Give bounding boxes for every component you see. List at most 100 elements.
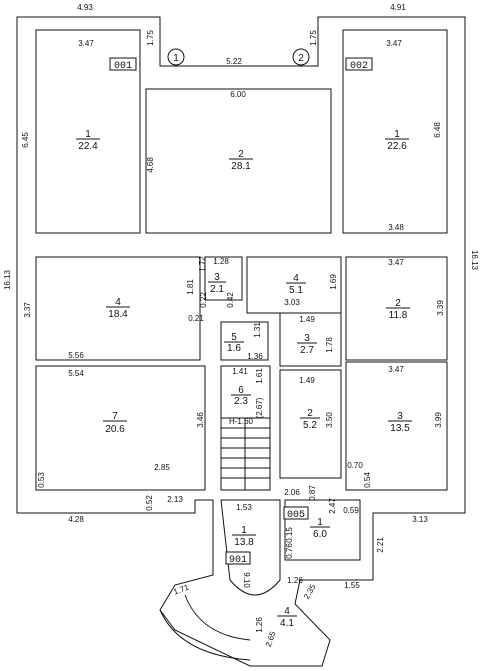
svg-text:2.65: 2.65	[264, 630, 278, 648]
svg-text:2.13: 2.13	[167, 495, 183, 504]
svg-text:3.39: 3.39	[436, 300, 445, 316]
svg-text:H-1.60: H-1.60	[229, 417, 254, 426]
outer-wall	[16, 16, 466, 667]
svg-text:0.15: 0.15	[285, 527, 294, 543]
inner-wall-vestibule	[284, 499, 361, 561]
room-number: 2	[238, 149, 244, 160]
room-area: 2.3	[234, 396, 248, 407]
svg-text:3.47: 3.47	[388, 258, 404, 267]
svg-text:3.37: 3.37	[23, 302, 32, 318]
svg-text:3.13: 3.13	[412, 515, 428, 524]
svg-text:1.41: 1.41	[232, 367, 248, 376]
svg-text:4.91: 4.91	[390, 3, 406, 12]
svg-text:0.53: 0.53	[37, 472, 46, 488]
svg-text:16.13: 16.13	[3, 269, 12, 290]
svg-text:5.56: 5.56	[68, 351, 84, 360]
room-number: 1	[394, 129, 400, 140]
svg-text:1.75: 1.75	[309, 30, 318, 46]
room-area: 5.2	[303, 420, 317, 431]
room-number: 4	[115, 297, 121, 308]
room-number: 1	[241, 525, 247, 536]
room-area: 22.4	[78, 141, 98, 152]
svg-text:2.06: 2.06	[284, 488, 300, 497]
room-area: 13.5	[390, 423, 410, 434]
room-number: 1	[317, 517, 323, 528]
svg-text:1.61: 1.61	[255, 368, 264, 384]
svg-text:0.54: 0.54	[363, 472, 372, 488]
svg-text:4.68: 4.68	[146, 157, 155, 173]
svg-text:3.99: 3.99	[434, 412, 443, 428]
inner-wall-small-3b	[279, 312, 342, 367]
svg-text:2.21: 2.21	[376, 537, 385, 553]
svg-text:1.78: 1.78	[325, 337, 334, 353]
room-area: 28.1	[231, 161, 251, 172]
svg-text:1.28: 1.28	[213, 257, 229, 266]
inner-wall-lower-center	[279, 369, 342, 479]
svg-text:3.47: 3.47	[388, 365, 404, 374]
svg-text:3.50: 3.50	[325, 412, 334, 428]
inner-wall-hall	[220, 499, 281, 596]
room-number: 6	[238, 385, 244, 396]
svg-text:3.48: 3.48	[388, 223, 404, 232]
room-number: 7	[112, 411, 118, 422]
svg-text:6.00: 6.00	[230, 90, 246, 99]
porch-arc	[159, 609, 251, 661]
room-area: 2.1	[210, 284, 224, 295]
inner-wall-top-center	[145, 88, 332, 234]
inner-wall-small-5	[220, 321, 269, 361]
svg-text:0.70: 0.70	[347, 461, 363, 470]
svg-text:2.85: 2.85	[154, 463, 170, 472]
svg-text:0.76: 0.76	[285, 543, 294, 559]
svg-text:(2.67): (2.67)	[255, 397, 264, 418]
svg-text:5.54: 5.54	[68, 369, 84, 378]
inner-wall-lower-right	[345, 361, 448, 491]
room-number: 4	[284, 606, 290, 617]
svg-text:0.42: 0.42	[226, 292, 235, 308]
tag-001: 001	[114, 61, 132, 72]
svg-text:4.93: 4.93	[77, 3, 93, 12]
marker-circles	[167, 48, 310, 66]
svg-text:3.47: 3.47	[78, 39, 94, 48]
room-area: 4.1	[280, 618, 294, 629]
room-number: 2	[395, 298, 401, 309]
room-number: 1	[85, 129, 91, 140]
svg-text:1.26: 1.26	[287, 576, 303, 585]
svg-text:0.22: 0.22	[199, 292, 208, 308]
tag-901: 901	[229, 555, 247, 566]
room-number: 5	[231, 332, 237, 343]
svg-text:1.55: 1.55	[344, 581, 360, 590]
interior-dimensions: 3.47 1.75 1.75 5.22 3.47 6.00 6.45 4.68 …	[21, 30, 445, 648]
svg-text:6.45: 6.45	[21, 132, 30, 148]
svg-text:1.36: 1.36	[247, 352, 263, 361]
room-area: 18.4	[108, 309, 128, 320]
marker-2-label: 2	[298, 53, 304, 64]
room-area: 13.8	[234, 537, 254, 548]
room-area: 5.1	[289, 285, 303, 296]
svg-text:1.81: 1.81	[186, 279, 195, 295]
room-area: 2.7	[300, 345, 314, 356]
svg-text:1.49: 1.49	[299, 376, 315, 385]
inner-wall-small-3	[204, 256, 243, 301]
room-number: 4	[293, 273, 299, 284]
inner-wall-mid-left	[35, 256, 201, 361]
marker-1-label: 1	[173, 53, 179, 64]
room-number: 3	[214, 272, 220, 283]
tag-002: 002	[350, 61, 368, 72]
svg-text:3.46: 3.46	[196, 412, 205, 428]
svg-text:0.21: 0.21	[188, 314, 204, 323]
inner-wall-mid-right	[345, 256, 448, 361]
porch-arc-inner	[184, 594, 251, 641]
svg-text:1.75: 1.75	[146, 30, 155, 46]
svg-text:1.49: 1.49	[299, 315, 315, 324]
svg-text:6.48: 6.48	[433, 122, 442, 138]
inner-wall-top-left	[35, 29, 141, 234]
svg-text:4.28: 4.28	[68, 515, 84, 524]
room-area: 11.8	[389, 310, 408, 321]
svg-text:16.13: 16.13	[470, 250, 479, 271]
svg-text:9.10: 9.10	[242, 572, 251, 588]
svg-text:2.35: 2.35	[302, 582, 318, 600]
inner-wall-top-right	[342, 29, 448, 234]
svg-text:2.47: 2.47	[328, 498, 337, 514]
